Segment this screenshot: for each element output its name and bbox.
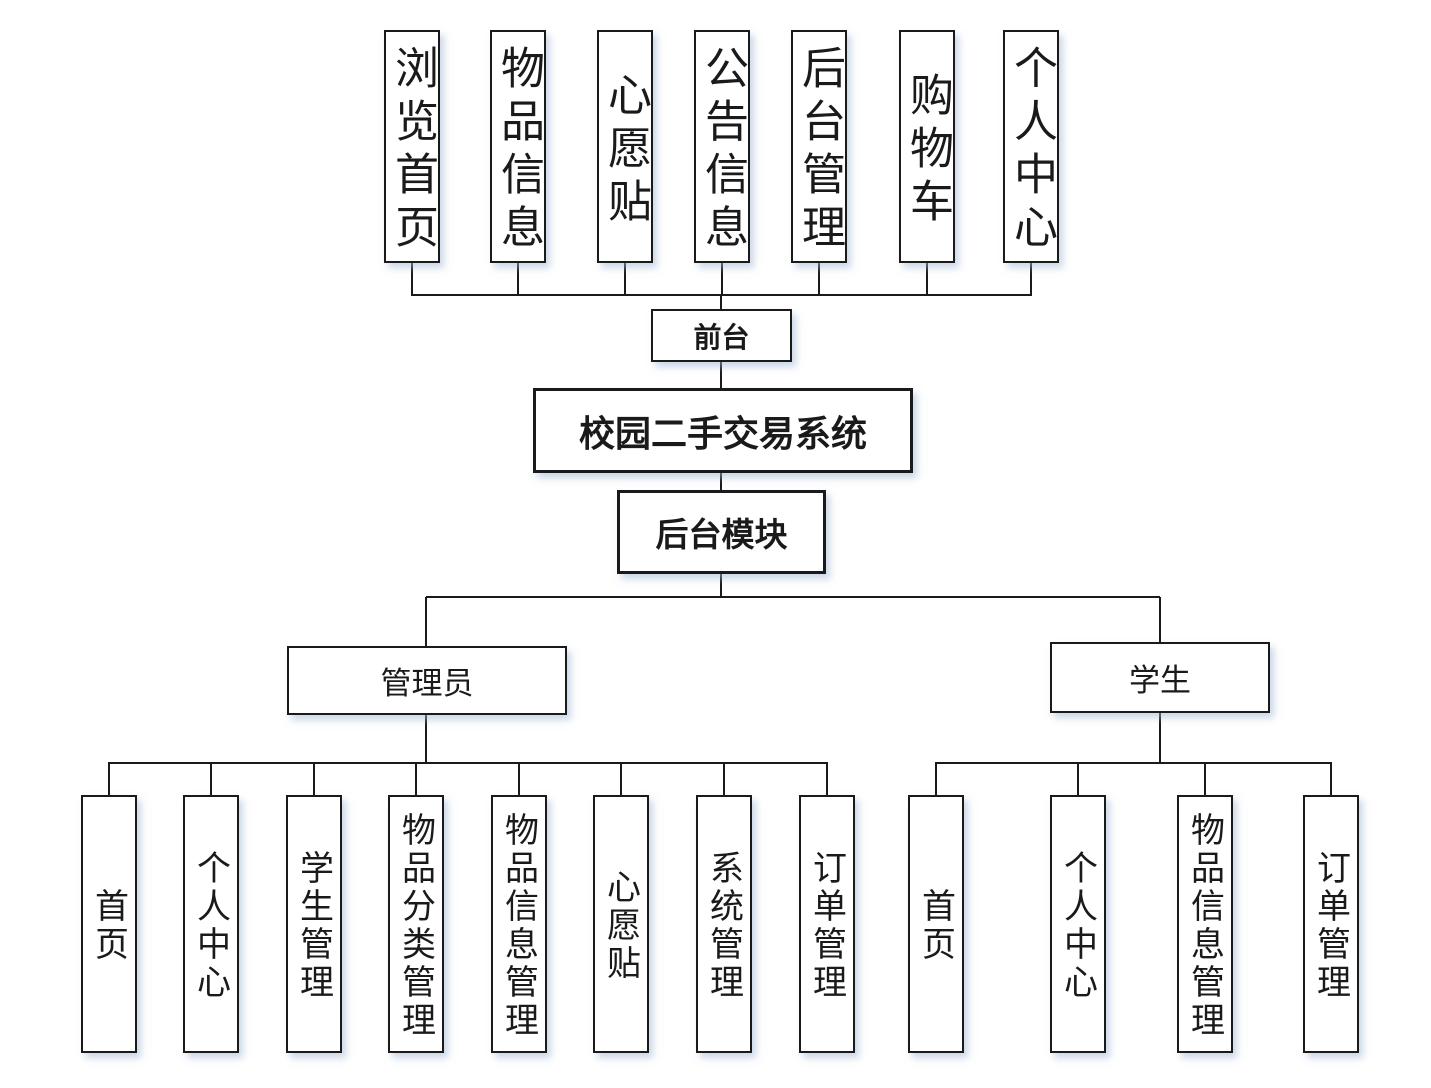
node-student-order-manage: 订单管理	[1303, 795, 1359, 1053]
node-student-home: 首页	[908, 795, 964, 1053]
node-browse-home-label: 浏览首页	[387, 45, 438, 257]
node-wish-post: 心愿贴	[597, 30, 653, 263]
node-admin-home: 首页	[81, 795, 137, 1053]
node-announcement-info: 公告信息	[694, 30, 750, 263]
node-system-manage: 系统管理	[696, 795, 752, 1053]
node-front-label: 前台	[693, 320, 750, 354]
node-student-label: 学生	[1129, 663, 1191, 699]
node-student-order-manage-label: 订单管理	[1310, 850, 1351, 1002]
node-student-item-info-manage-label: 物品信息管理	[1184, 812, 1225, 1040]
node-browse-home: 浏览首页	[384, 30, 440, 263]
node-student-item-info-manage: 物品信息管理	[1177, 795, 1233, 1053]
node-admin-order-manage-label: 订单管理	[806, 850, 847, 1002]
node-back-module-label: 后台模块	[655, 515, 788, 554]
node-system-manage-label: 系统管理	[703, 850, 744, 1002]
node-admin-home-label: 首页	[88, 888, 129, 964]
node-item-info-manage-label: 物品信息管理	[498, 812, 539, 1040]
node-student-manage: 学生管理	[286, 795, 342, 1053]
node-admin-label: 管理员	[380, 666, 474, 702]
node-item-info-manage: 物品信息管理	[491, 795, 547, 1053]
node-student-home-label: 首页	[915, 888, 956, 964]
node-back-module: 后台模块	[617, 490, 826, 574]
node-admin-personal-center: 个人中心	[183, 795, 239, 1053]
node-wish-post-label: 心愿贴	[600, 71, 651, 231]
node-admin: 管理员	[287, 646, 567, 715]
node-announcement-info-label: 公告信息	[697, 45, 748, 257]
node-admin-order-manage: 订单管理	[799, 795, 855, 1053]
node-front: 前台	[651, 309, 792, 362]
node-root-system-label: 校园二手交易系统	[578, 413, 867, 455]
node-personal-center: 个人中心	[1003, 30, 1059, 263]
node-student-personal-center: 个人中心	[1050, 795, 1106, 1053]
node-item-category-manage-label: 物品分类管理	[395, 812, 436, 1040]
node-backend-manage: 后台管理	[791, 30, 847, 263]
node-item-category-manage: 物品分类管理	[388, 795, 444, 1053]
node-root-system: 校园二手交易系统	[533, 388, 913, 473]
node-shopping-cart-label: 购物车	[902, 71, 953, 231]
node-personal-center-label: 个人中心	[1006, 45, 1057, 257]
node-student-manage-label: 学生管理	[293, 850, 334, 1002]
node-student: 学生	[1050, 642, 1270, 713]
node-student-personal-center-label: 个人中心	[1057, 850, 1098, 1002]
node-backend-manage-label: 后台管理	[794, 45, 845, 257]
node-admin-wish-post-label: 心愿贴	[600, 869, 641, 983]
node-admin-wish-post: 心愿贴	[593, 795, 649, 1053]
node-item-info-label: 物品信息	[493, 45, 544, 257]
node-shopping-cart: 购物车	[899, 30, 955, 263]
node-admin-personal-center-label: 个人中心	[190, 850, 231, 1002]
node-item-info: 物品信息	[490, 30, 546, 263]
